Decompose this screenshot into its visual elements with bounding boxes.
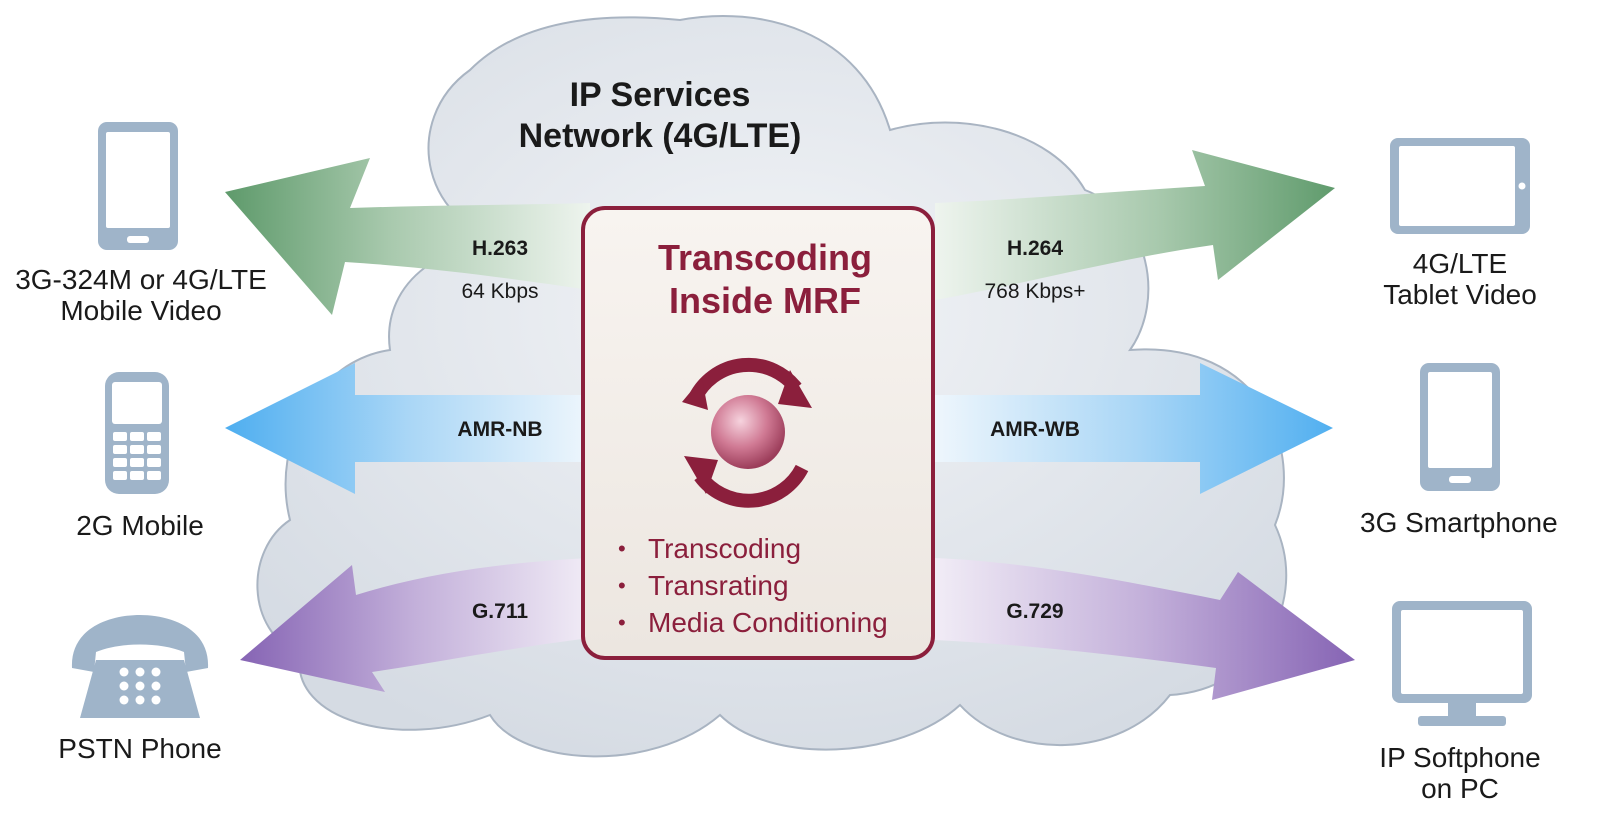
- codec-label-right-top: H.264: [1006, 237, 1064, 260]
- transcode-cycle-icon: [682, 357, 812, 508]
- codec-label-left-mid: AMR-NB: [457, 418, 543, 441]
- device-label-line: IP Softphone: [1379, 742, 1541, 773]
- codec-label-left-top: H.263: [471, 237, 529, 260]
- mrf-title: Transcoding Inside MRF: [590, 236, 940, 322]
- device-label-left-top: 3G-324M or 4G/LTE Mobile Video: [0, 264, 282, 327]
- device-label-line: Mobile Video: [60, 295, 222, 327]
- device-label-right-mid: 3G Smartphone: [1360, 507, 1558, 538]
- voice-arrow-left: [240, 558, 590, 692]
- codec-label-right-bottom: G.729: [1006, 600, 1064, 623]
- feature-phone-icon: [105, 372, 169, 494]
- device-label-line: 4G/LTE: [1412, 248, 1508, 279]
- smartphone-icon: [98, 122, 178, 250]
- audio-arrow-right: [935, 363, 1333, 494]
- rate-label-left-top: 64 Kbps: [461, 280, 539, 303]
- device-label-left-bottom: PSTN Phone: [58, 733, 222, 764]
- codec-label-right-mid: AMR-WB: [990, 418, 1080, 441]
- cloud-title: IP Services Network (4G/LTE): [470, 75, 850, 157]
- monitor-icon: [1392, 601, 1532, 726]
- device-label-line: 3G-324M or 4G/LTE: [15, 264, 267, 295]
- tablet-icon: [1390, 138, 1530, 234]
- video-arrow-right: [935, 150, 1335, 300]
- device-label-right-top: 4G/LTE Tablet Video: [1360, 248, 1560, 311]
- smartphone-icon: [1420, 363, 1500, 491]
- device-label-left-mid: 2G Mobile: [76, 510, 204, 541]
- video-arrow-left: [225, 158, 590, 315]
- mrf-bullet: Media Conditioning: [618, 604, 888, 641]
- cloud-title-line1: IP Services: [569, 76, 751, 114]
- mrf-bullet-list: Transcoding Transrating Media Conditioni…: [618, 530, 888, 641]
- audio-arrow-left: [225, 363, 590, 494]
- mrf-bullet: Transrating: [618, 567, 888, 604]
- device-label-line: Tablet Video: [1383, 279, 1537, 311]
- voice-arrow-right: [935, 558, 1355, 700]
- mrf-bullet: Transcoding: [618, 530, 888, 567]
- rate-label-right-top: 768 Kbps+: [984, 280, 1086, 303]
- codec-label-left-bottom: G.711: [471, 600, 529, 623]
- device-label-line: on PC: [1421, 773, 1499, 805]
- cloud-title-line2: Network (4G/LTE): [518, 116, 802, 155]
- device-label-right-bottom: IP Softphone on PC: [1360, 742, 1560, 805]
- mrf-title-line1: Transcoding: [657, 237, 873, 278]
- mrf-title-line2: Inside MRF: [668, 280, 861, 322]
- desk-phone-icon: [71, 615, 209, 718]
